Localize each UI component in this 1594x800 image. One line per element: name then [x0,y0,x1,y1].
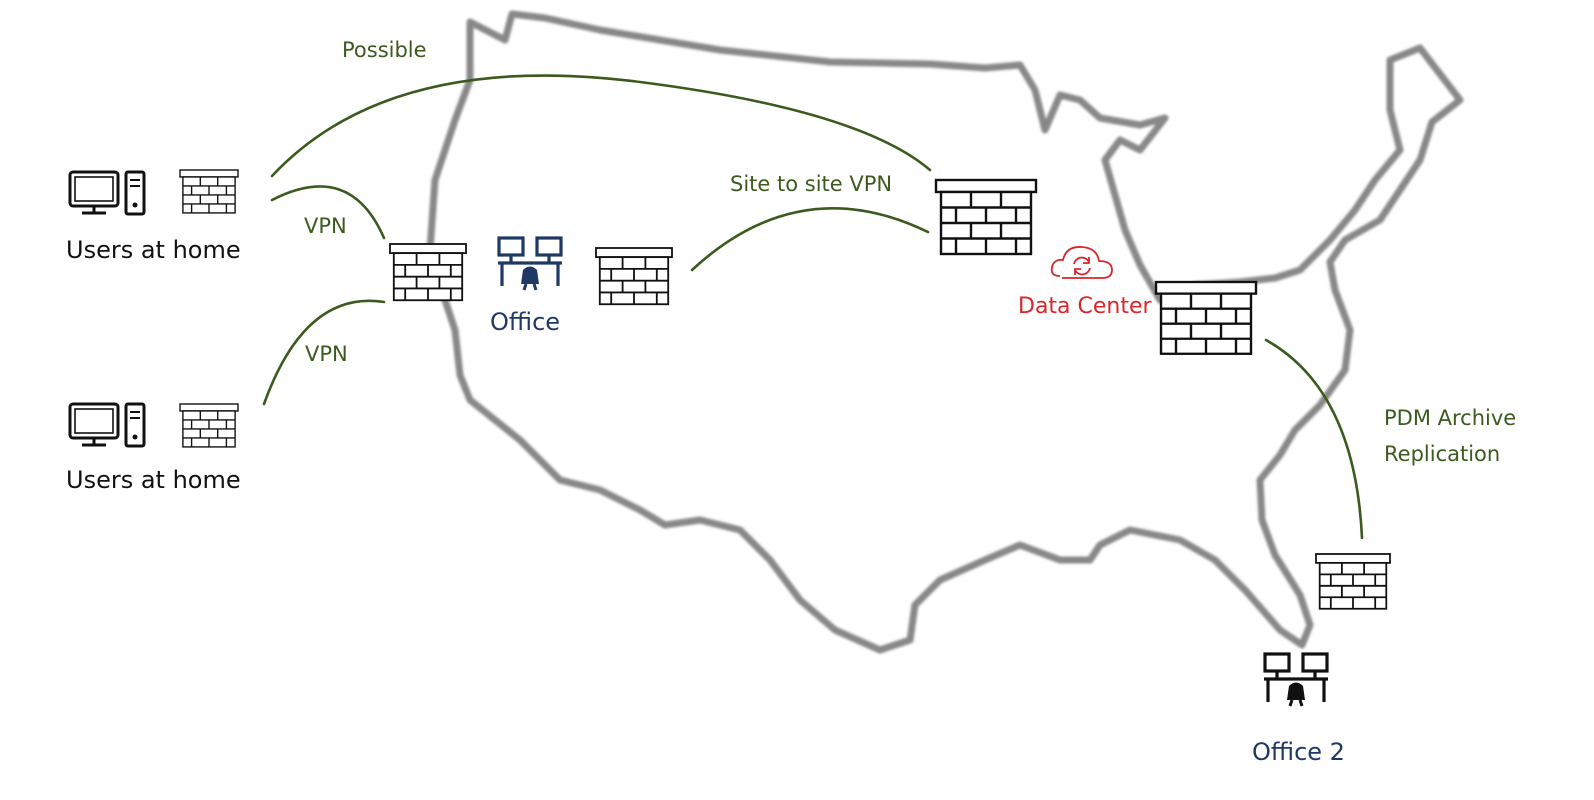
site-to-site-vpn-label: Site to site VPN [730,172,893,196]
data-center-label: Data Center [1018,294,1152,319]
data-center-firewall-icon-top [934,178,1038,256]
office2-workstations-icon [1262,652,1330,708]
office-firewall-icon-right [595,247,673,306]
possible-link-line [270,74,932,178]
home-users-label-2: Users at home [66,466,241,494]
home-firewall-icon-2 [179,403,239,448]
home-computer-icon-2 [68,402,146,448]
vpn-link-line-2 [262,299,386,406]
cloud-sync-icon [1050,246,1113,279]
office-label: Office [490,308,561,336]
replication-link-line [1264,338,1364,540]
office2-firewall-icon [1315,553,1391,610]
vpn-label-1: VPN [304,214,347,238]
office2-label: Office 2 [1252,738,1345,766]
office-workstations-icon [496,236,564,292]
us-map-outline [426,10,1464,654]
possible-label: Possible [342,38,427,62]
data-center-firewall-icon-main [1154,280,1258,355]
office-firewall-icon-left [389,243,467,302]
home-computer-icon-1 [68,170,146,216]
site-to-site-vpn-line [690,207,930,272]
vpn-link-line-1 [270,185,386,240]
home-firewall-icon-1 [179,169,239,214]
replication-label-line2: Replication [1384,442,1501,466]
replication-label-line1: PDM Archive [1384,406,1517,430]
vpn-label-2: VPN [305,342,348,366]
home-users-label-1: Users at home [66,236,241,264]
